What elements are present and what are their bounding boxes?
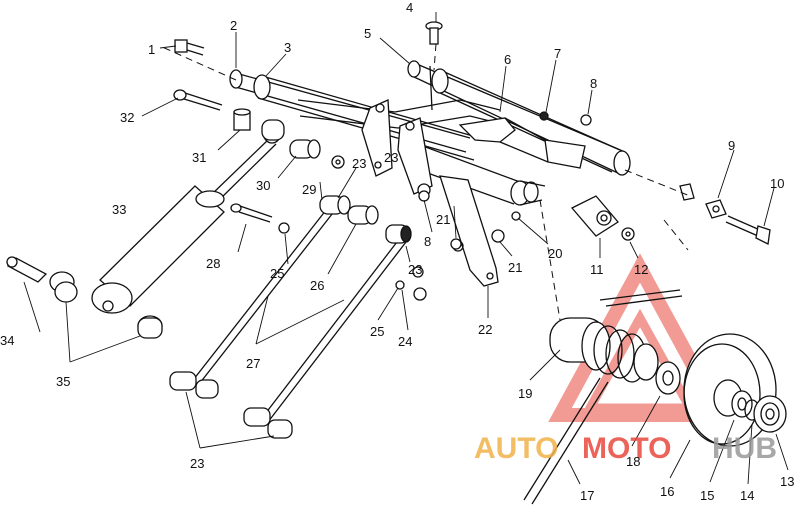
bolt-28	[230, 203, 273, 223]
callout-7: 7	[554, 46, 561, 61]
callout-27: 27	[246, 356, 260, 371]
callout-10: 10	[770, 176, 784, 191]
callout-19: 19	[518, 386, 532, 401]
callout-25b: 25	[370, 324, 384, 339]
watermark-hub: HUB	[712, 432, 777, 465]
callout-24: 24	[398, 334, 412, 349]
link-rod-upper	[189, 204, 337, 389]
rear-cross-shaft	[229, 69, 471, 153]
callout-23a: 23	[352, 156, 366, 171]
bushing-29	[319, 195, 351, 215]
callout-21a: 21	[436, 212, 450, 227]
left-side-plate	[361, 99, 393, 177]
callout-25a: 25	[270, 266, 284, 281]
watermark-moto: MOTO	[582, 432, 671, 465]
screw-4	[425, 21, 443, 45]
callout-1: 1	[148, 42, 155, 57]
callout-16: 16	[660, 484, 674, 499]
callout-9: 9	[728, 138, 735, 153]
callout-3: 3	[284, 40, 291, 55]
bolt-1	[174, 39, 205, 56]
link-rod-lower	[261, 237, 407, 423]
callout-23b: 23	[408, 262, 422, 277]
bushing-23-lower-b	[243, 407, 293, 439]
bushing-26	[347, 205, 379, 225]
callout-8b: 8	[424, 234, 431, 249]
spring-arm-17	[523, 377, 609, 505]
callout-21b: 21	[508, 260, 522, 275]
callout-14: 14	[740, 488, 754, 503]
callout-23c: 23	[190, 456, 204, 471]
nut-9	[679, 183, 727, 219]
bearing-15	[731, 390, 753, 418]
callout-17: 17	[580, 488, 594, 503]
callout-labels: 1 2 3 4 5 6 7 8 9 10 11 12 13 14 15 16 1…	[0, 0, 794, 503]
callout-26: 26	[310, 278, 324, 293]
center-lines	[159, 43, 691, 321]
limiter-arm	[439, 175, 499, 287]
bolt-10	[725, 215, 771, 245]
callout-5: 5	[364, 26, 371, 41]
callout-15: 15	[700, 488, 714, 503]
idler-wheel-16	[683, 333, 777, 447]
callout-13: 13	[780, 474, 794, 489]
bushing-30	[289, 139, 321, 159]
torsion-bracket	[458, 117, 586, 169]
cap-13	[753, 395, 787, 433]
callout-8: 8	[590, 76, 597, 91]
callout-4: 4	[406, 0, 413, 15]
leader-lines	[23, 12, 789, 485]
callout-6: 6	[504, 52, 511, 67]
torsion-spring-19	[549, 289, 683, 383]
callout-20: 20	[548, 246, 562, 261]
callout-34: 34	[0, 333, 14, 348]
bushing-30b	[261, 119, 285, 141]
bushing-23-right	[385, 224, 412, 244]
bushing-35b	[137, 315, 163, 339]
callout-35: 35	[56, 374, 70, 389]
callout-31: 31	[192, 150, 206, 165]
callout-23d: 23	[384, 150, 398, 165]
callout-2: 2	[230, 18, 237, 33]
plate-11	[570, 195, 619, 237]
shock-absorber	[91, 137, 277, 314]
callout-29: 29	[302, 182, 316, 197]
callout-28: 28	[206, 256, 220, 271]
right-side-plate	[397, 117, 433, 195]
callout-12: 12	[634, 262, 648, 277]
bushing-35a	[49, 271, 78, 303]
callout-33: 33	[112, 202, 126, 217]
spacer-18	[655, 361, 681, 395]
bushing-34	[6, 256, 48, 283]
callout-22: 22	[478, 322, 492, 337]
upper-front-tube	[431, 68, 621, 173]
callout-11: 11	[590, 262, 604, 277]
bushing-31	[233, 108, 251, 131]
bolt-32	[173, 89, 223, 111]
callout-30: 30	[256, 178, 270, 193]
callout-18: 18	[626, 454, 640, 469]
callout-32: 32	[120, 110, 134, 125]
bushing-23-lower-a	[169, 371, 219, 399]
watermark-text: AUTO MOTO HUB	[474, 432, 777, 465]
watermark-auto: AUTO	[474, 432, 558, 465]
